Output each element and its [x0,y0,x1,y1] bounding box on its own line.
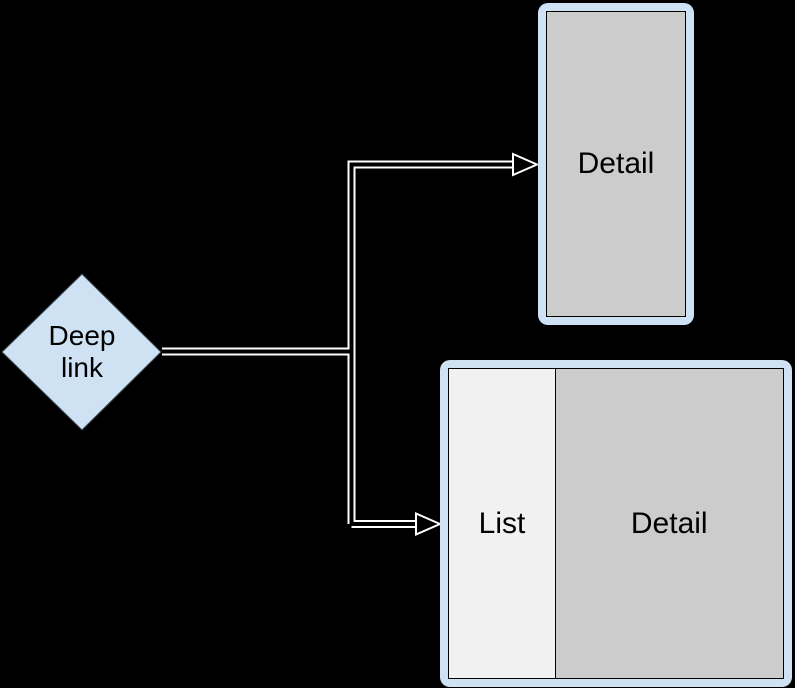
connector-cores [162,162,515,526]
list-detail-screen-node: List Detail [440,360,792,687]
deep-link-label-line1: Deep [48,320,116,351]
detail-panel-label: Detail [630,506,708,540]
deep-link-diamond [1,273,162,431]
list-panel: List [448,368,556,679]
detail-screen-node: Detail [538,3,694,325]
arrowhead-to-detail [512,152,540,177]
list-panel-label: List [478,506,526,540]
deep-link-label-line2: link [60,352,103,383]
detail-screen-surface: Detail [546,11,686,317]
deep-link-label: Deep link [12,320,152,384]
list-detail-split: List Detail [448,368,784,679]
detail-screen-label: Detail [577,147,655,180]
edge-to-detail-core [349,162,515,524]
arrowhead-to-list-detail [415,511,443,537]
detail-panel: Detail [554,368,784,679]
